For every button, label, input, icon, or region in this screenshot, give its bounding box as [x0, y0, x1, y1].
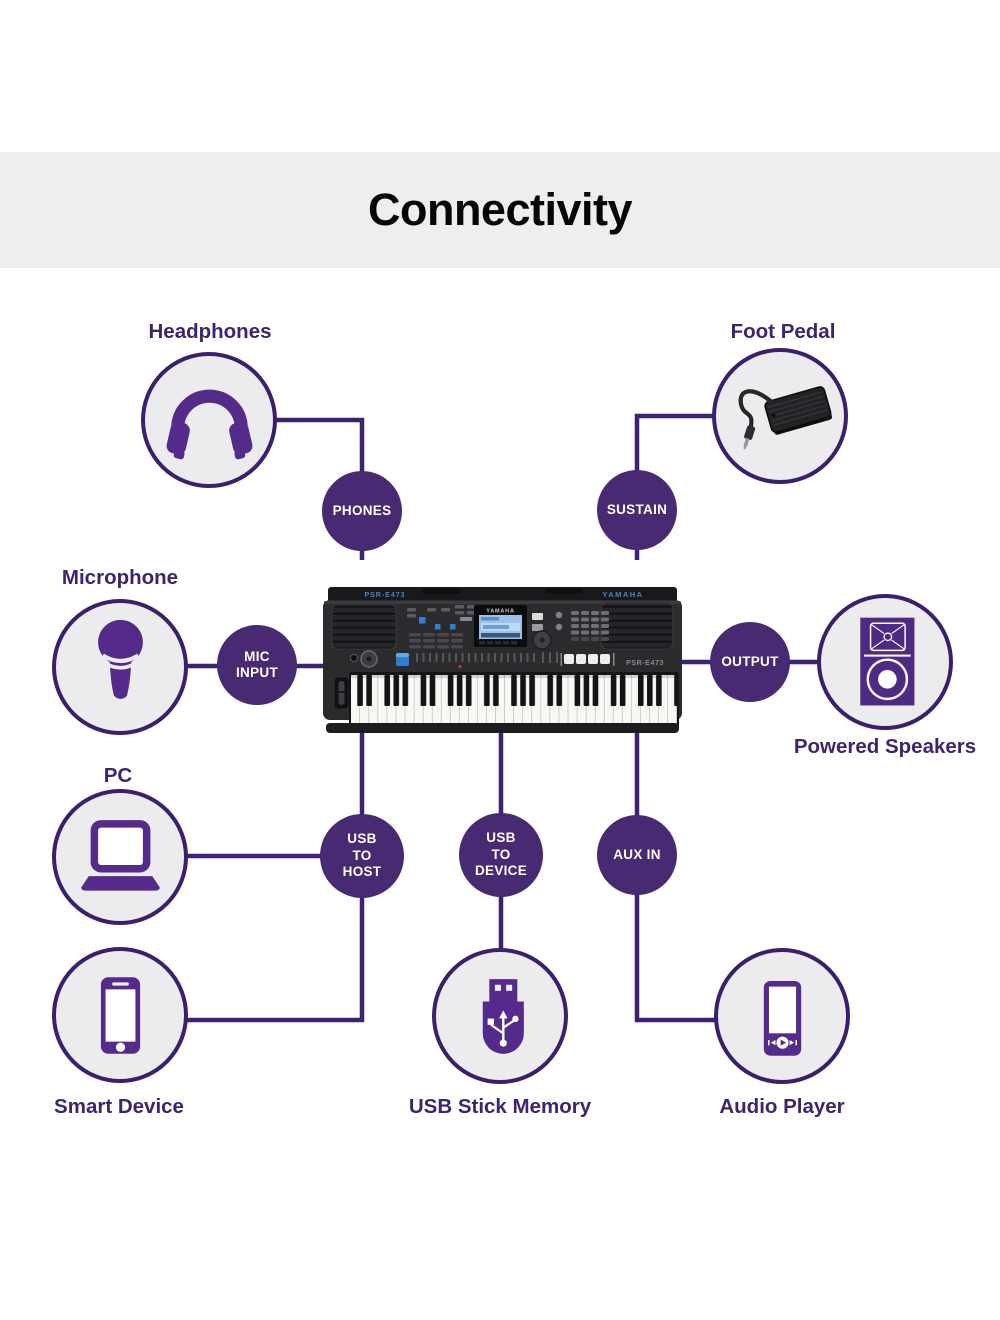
- keyboard-back-edge: PSR-E473 YAMAHA: [328, 587, 677, 602]
- smart-device-circle: [52, 947, 188, 1083]
- microphone-circle: [52, 599, 188, 735]
- keyboard-brand-text: YAMAHA: [486, 609, 514, 615]
- keyboard-lcd: YAMAHA: [474, 605, 527, 647]
- keyboard-pitch-wheel: [333, 676, 350, 710]
- keyboard-back-print-left: PSR-E473: [364, 592, 405, 599]
- audio-player-icon: [763, 980, 801, 1056]
- line-usbhost-smartdevice: [186, 700, 365, 1023]
- port-badge-mic-input: MIC INPUT: [217, 625, 297, 705]
- speaker-icon: [859, 617, 914, 705]
- pc-circle: [52, 789, 188, 925]
- port-badge-output: OUTPUT: [710, 622, 790, 702]
- port-badge-phones: PHONES: [322, 471, 402, 551]
- port-badge-usb-to-device: USB TO DEVICE: [459, 813, 543, 897]
- page-title: Connectivity: [367, 184, 633, 235]
- title-band: Connectivity: [0, 152, 1000, 268]
- headphones-circle: [141, 352, 277, 488]
- port-badge-aux-in: AUX IN: [597, 815, 677, 895]
- usb-stick-icon: [482, 978, 524, 1054]
- keyboard-back-print-right: YAMAHA: [602, 590, 643, 599]
- powered-speakers-circle: [817, 594, 953, 730]
- port-badge-sustain: SUSTAIN: [597, 470, 677, 550]
- audio-player-label: Audio Player: [719, 1095, 845, 1118]
- usb-stick-circle: [432, 948, 568, 1084]
- keyboard-left-buttons: [407, 605, 476, 621]
- microphone-label: Microphone: [61, 566, 179, 589]
- keyboard-voice-buttons: [571, 611, 609, 641]
- foot-pedal-circle: [712, 348, 848, 484]
- keyboard-lower-panel: PSR-E473: [350, 650, 664, 669]
- port-badge-usb-to-host: USB TO HOST: [320, 814, 404, 898]
- keyboard-function-rows: [409, 633, 463, 649]
- keyboard-image: PSR-E473 YAMAHA YAMAHA: [323, 587, 682, 733]
- foot-pedal-image: [738, 385, 832, 449]
- headphones-label: Headphones: [148, 320, 272, 343]
- smart-device-label: Smart Device: [54, 1095, 184, 1118]
- foot-pedal-label: Foot Pedal: [730, 320, 836, 343]
- keyboard-base: [326, 723, 679, 733]
- keyboard-speaker-grilles: [331, 602, 674, 650]
- audio-player-circle: [714, 948, 850, 1084]
- powered-speakers-label: Powered Speakers: [793, 735, 977, 758]
- keyboard-model-text: PSR-E473: [626, 660, 664, 667]
- pc-label: PC: [103, 764, 133, 787]
- smartphone-icon: [100, 976, 140, 1054]
- usb-stick-label: USB Stick Memory: [408, 1095, 592, 1118]
- microphone-icon: [97, 619, 143, 699]
- headphones-icon: [166, 389, 252, 459]
- line-auxin-audioplayer: [634, 700, 718, 1023]
- keyboard-keys: [349, 672, 679, 729]
- laptop-icon: [80, 819, 160, 891]
